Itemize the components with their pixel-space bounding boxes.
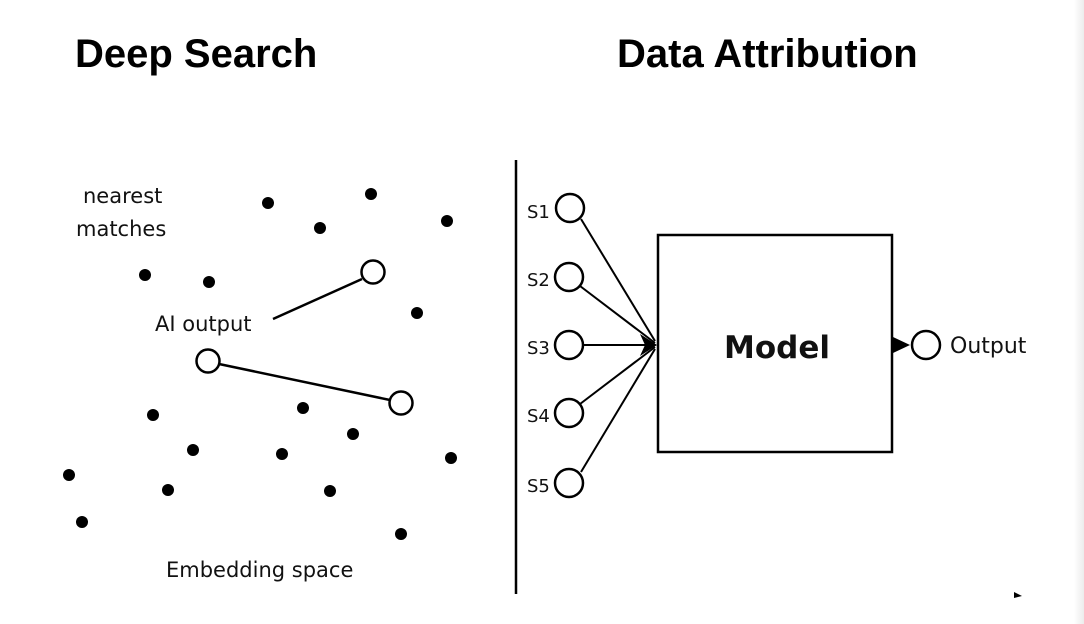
ai-output-node (195, 348, 221, 374)
source-connection-line (579, 285, 656, 344)
embedding-point (162, 484, 174, 496)
embedding-point (147, 409, 159, 421)
source-node-s2: S2 (527, 261, 585, 293)
embedding-point (314, 222, 326, 234)
ai-output-label: AI output (155, 312, 252, 336)
source-connection-line (580, 218, 656, 342)
model-box (656, 233, 894, 454)
source-connection-line (579, 346, 656, 405)
embedding-point (445, 452, 457, 464)
model-label: Model (724, 330, 830, 366)
source-label-s3: S3 (527, 338, 550, 359)
source-connection-line (580, 348, 656, 473)
output-label: Output (950, 334, 1027, 359)
data-attribution-panel: S1 S2 S3 S4 S5 Model Output (527, 192, 1027, 499)
embedding-point (187, 444, 199, 456)
nearest-matches-label-line2: matches (76, 217, 166, 241)
source-circle (553, 467, 585, 499)
source-node-s5: S5 (527, 467, 585, 499)
source-node-s3: S3 (527, 329, 585, 361)
source-circle (553, 329, 585, 361)
source-circle (553, 397, 585, 429)
nearest-match-node (388, 390, 414, 416)
source-label-s2: S2 (527, 270, 550, 291)
source-label-s4: S4 (527, 406, 550, 427)
deep-search-panel: nearest matches AI output (63, 184, 457, 582)
embedding-point (441, 215, 453, 227)
embedding-point (324, 485, 336, 497)
embedding-point (76, 516, 88, 528)
source-circle (554, 192, 586, 224)
source-node-s1: S1 (527, 192, 586, 224)
embedding-point (139, 269, 151, 281)
embedding-point (262, 197, 274, 209)
source-label-s1: S1 (527, 202, 550, 223)
embedding-point (276, 448, 288, 460)
nearest-match-node (360, 259, 386, 285)
embedding-point (297, 402, 309, 414)
output-node (910, 329, 942, 361)
merge-arrowhead (640, 334, 657, 356)
edge-shadow (1074, 0, 1084, 624)
source-label-s5: S5 (527, 476, 550, 497)
embedding-point (411, 307, 423, 319)
embedding-point (395, 528, 407, 540)
embedding-point (203, 276, 215, 288)
data-attribution-title: Data Attribution (617, 32, 918, 76)
deep-search-title: Deep Search (75, 32, 318, 76)
source-node-s4: S4 (527, 397, 585, 429)
embedding-points (63, 188, 457, 540)
source-connections (579, 218, 657, 473)
source-circle (553, 261, 585, 293)
embedding-point (63, 469, 75, 481)
embedding-space-label: Embedding space (166, 558, 353, 582)
embedding-point (347, 428, 359, 440)
nearest-matches-label-line1: nearest (83, 184, 162, 208)
output-arrowhead (893, 337, 910, 353)
corner-mark-icon (1014, 592, 1022, 598)
ai-output-pointer-line (272, 277, 363, 321)
embedding-point (365, 188, 377, 200)
match-connection-line (218, 362, 391, 402)
